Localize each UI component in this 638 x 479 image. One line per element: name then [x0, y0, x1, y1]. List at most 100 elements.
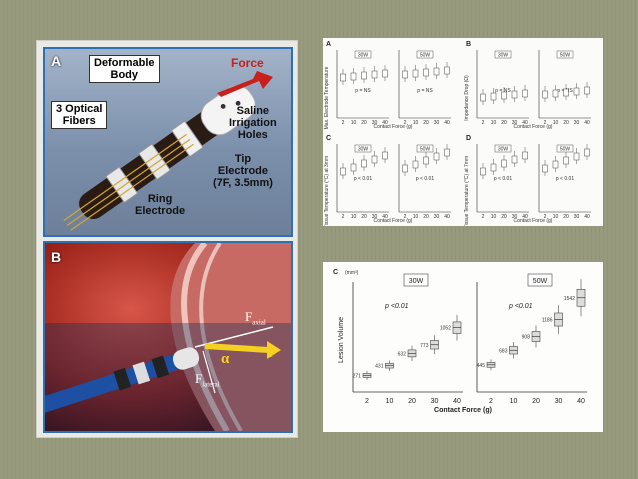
data-label: 431	[375, 364, 384, 370]
power-label: 50W	[420, 147, 431, 153]
subpanel-letter: B	[466, 41, 471, 48]
x-tick-label: 20	[408, 398, 416, 405]
box	[480, 93, 486, 102]
p-value: p < 0.01	[494, 176, 512, 182]
x-tick-label: 10	[351, 120, 357, 126]
tissue-scene	[45, 243, 291, 431]
p-value: p = NS	[355, 88, 371, 94]
subpanel-ylabel: Tissue Temperature (°C) at 3mm	[324, 156, 330, 226]
x-tick-label: 40	[584, 214, 590, 220]
x-tick-label: 40	[577, 398, 585, 405]
x-tick-label: 40	[382, 214, 388, 220]
x-tick-label: 10	[491, 120, 497, 126]
x-tick-label: 40	[382, 120, 388, 126]
data-label: 683	[499, 348, 508, 354]
force-vector	[205, 343, 269, 353]
box	[382, 69, 388, 78]
series-box	[403, 273, 429, 287]
x-tick-label: 10	[413, 120, 419, 126]
x-tick-label: 30	[512, 214, 518, 220]
f-axial-label: Faxial	[245, 309, 266, 327]
subpanel-xlabel: Contact Force (g)	[374, 124, 413, 130]
left-figure: A Deformable Body Force 3 Optical Fibers…	[36, 40, 298, 438]
box	[402, 70, 408, 79]
x-tick-label: 40	[444, 120, 450, 126]
power-box	[556, 50, 574, 59]
p-value-label: p <0.01	[508, 303, 533, 310]
box	[382, 151, 388, 160]
subpanel-xlabel: Contact Force (g)	[514, 124, 553, 130]
box	[402, 164, 408, 173]
subpanel-xlabel: Contact Force (g)	[514, 218, 553, 224]
power-label: 50W	[560, 53, 571, 59]
panel-letter-b: B	[51, 249, 62, 265]
data-label: 1186	[542, 318, 553, 324]
subpanel-letter: A	[326, 41, 331, 48]
box	[542, 90, 548, 99]
x-tick-label: 20	[423, 214, 429, 220]
box	[433, 152, 440, 161]
alpha-label: α	[221, 351, 230, 367]
x-tick-label: 2	[482, 214, 485, 220]
p-value: p = NS	[495, 88, 511, 94]
p-value: p < 0.01	[556, 176, 574, 182]
x-tick-label: 10	[553, 214, 559, 220]
power-label: 30W	[358, 53, 369, 59]
box	[511, 90, 518, 99]
power-label: 30W	[498, 53, 509, 59]
box	[371, 70, 378, 79]
subpanel-ylabel: Max. Electrode Temperature	[324, 66, 330, 129]
box	[423, 156, 429, 165]
box	[563, 156, 569, 165]
box	[542, 164, 548, 173]
panel-letter-a: A	[51, 53, 62, 69]
subpanel-letter: D	[466, 135, 471, 142]
power-label: 50W	[560, 147, 571, 153]
x-tick-label: 30	[555, 398, 563, 405]
force-label: Force	[231, 56, 264, 70]
f-total-label: F	[267, 345, 277, 361]
x-tick-label: 2	[544, 214, 547, 220]
series-label: 30W	[409, 278, 424, 285]
power-box	[354, 50, 372, 59]
y-unit: (mm³)	[345, 270, 359, 276]
x-tick-label: 10	[413, 214, 419, 220]
x-tick-label: 40	[522, 214, 528, 220]
box	[490, 163, 497, 172]
x-tick-label: 10	[386, 398, 394, 405]
box	[350, 72, 357, 81]
power-box	[494, 144, 512, 153]
optical-fibers-label: 3 Optical Fibers	[51, 101, 108, 129]
y-axis-label: Lesion Volume	[338, 317, 345, 363]
box	[444, 66, 450, 75]
saline-holes-label: Saline Irrigation Holes	[229, 105, 277, 141]
catheter-diagram: A Deformable Body Force 3 Optical Fibers…	[43, 47, 293, 237]
box	[511, 155, 518, 164]
x-tick-label: 10	[510, 398, 518, 405]
force-arrow	[217, 71, 273, 97]
x-tick-label: 30	[372, 214, 378, 220]
power-label: 30W	[498, 147, 509, 153]
x-tick-label: 2	[489, 398, 493, 405]
data-label: 445	[477, 363, 486, 369]
p-value: p < 0.01	[416, 176, 434, 182]
box	[584, 148, 590, 157]
box	[501, 159, 507, 168]
x-tick-label: 10	[553, 120, 559, 126]
series-label: 50W	[533, 278, 548, 285]
x-tick-label: 20	[361, 214, 367, 220]
power-box	[416, 50, 434, 59]
box	[501, 91, 507, 100]
x-tick-label: 40	[444, 214, 450, 220]
power-box	[416, 144, 434, 153]
x-tick-label: 2	[404, 120, 407, 126]
box	[340, 167, 346, 176]
data-label: 1052	[440, 326, 451, 332]
data-label: 1542	[564, 296, 575, 302]
